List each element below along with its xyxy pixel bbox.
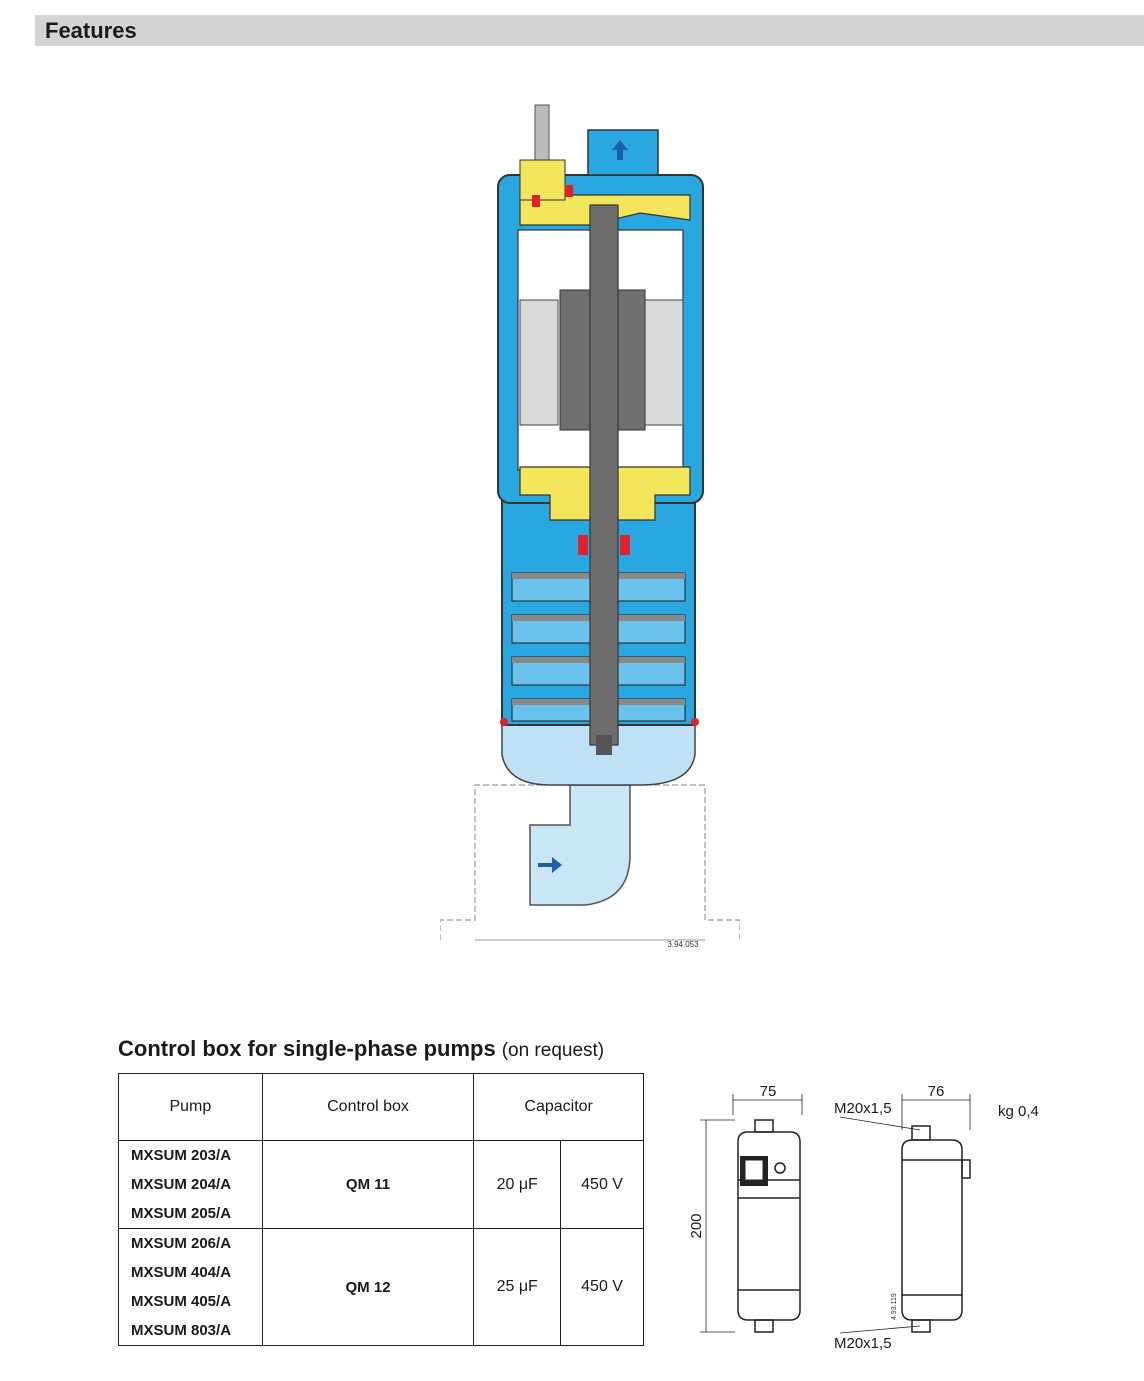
table-row: MXSUM 204/A <box>118 1170 644 1199</box>
control-box-subtitle: (on request) <box>501 1040 605 1061</box>
control-box-table: Pump Control box Capacitor MXSUM 203/A Q… <box>118 1073 644 1346</box>
control-box-title: Control box for single-phase pumps <box>118 1036 496 1061</box>
table-header-row: Pump Control box Capacitor <box>118 1073 644 1141</box>
height-dimension: 200 <box>688 1213 705 1238</box>
table-row: MXSUM 203/A QM 11 20 μF 450 V <box>118 1140 644 1229</box>
bottom-thread-label: M20x1,5 <box>834 1335 892 1352</box>
pump-model: MXSUM 404/A <box>118 1258 263 1287</box>
weight-label: kg 0,4 <box>998 1103 1039 1120</box>
table-row: MXSUM 205/A <box>118 1199 644 1229</box>
table-row: MXSUM 405/A <box>118 1287 644 1316</box>
pump-model: MXSUM 204/A <box>118 1170 263 1199</box>
pump-model: MXSUM 203/A <box>118 1140 263 1170</box>
pump-model: MXSUM 205/A <box>118 1199 263 1229</box>
voltage-value: 450 V <box>560 1228 644 1346</box>
control-box-model: QM 11 <box>261 1140 475 1229</box>
top-thread-label: M20x1,5 <box>834 1100 892 1117</box>
drawing-code: 4.93.119 <box>891 1293 898 1320</box>
pump-figure-code: 3.94.053 <box>667 940 699 949</box>
section-title: Features <box>45 18 137 43</box>
capacitance-value: 20 μF <box>473 1140 562 1229</box>
column-header-control-box: Control box <box>261 1073 475 1141</box>
control-box-heading: Control box for single-phase pumps(on re… <box>118 1036 604 1062</box>
pump-model: MXSUM 206/A <box>118 1228 263 1258</box>
width-dimension: 75 <box>760 1083 777 1100</box>
pump-model: MXSUM 803/A <box>118 1316 263 1346</box>
voltage-value: 450 V <box>560 1140 644 1229</box>
table-row: MXSUM 206/A QM 12 25 μF 450 V <box>118 1228 644 1346</box>
pump-model: MXSUM 405/A <box>118 1287 263 1316</box>
capacitance-value: 25 μF <box>473 1228 562 1346</box>
control-box-dimension-drawing: 75 200 76 M20x1,5 M20x1,5 kg 0,4 4.93.11… <box>688 1083 1039 1352</box>
column-header-pump: Pump <box>118 1073 263 1141</box>
column-header-capacitor: Capacitor <box>473 1073 644 1141</box>
depth-dimension: 76 <box>928 1083 945 1100</box>
table-row: MXSUM 404/A <box>118 1258 644 1287</box>
section-header-bar: Features <box>35 15 1144 46</box>
control-box-model: QM 12 <box>261 1228 475 1346</box>
table-row: MXSUM 803/A <box>118 1316 644 1346</box>
pump-cross-section-image: 3.94.053 <box>440 104 740 949</box>
